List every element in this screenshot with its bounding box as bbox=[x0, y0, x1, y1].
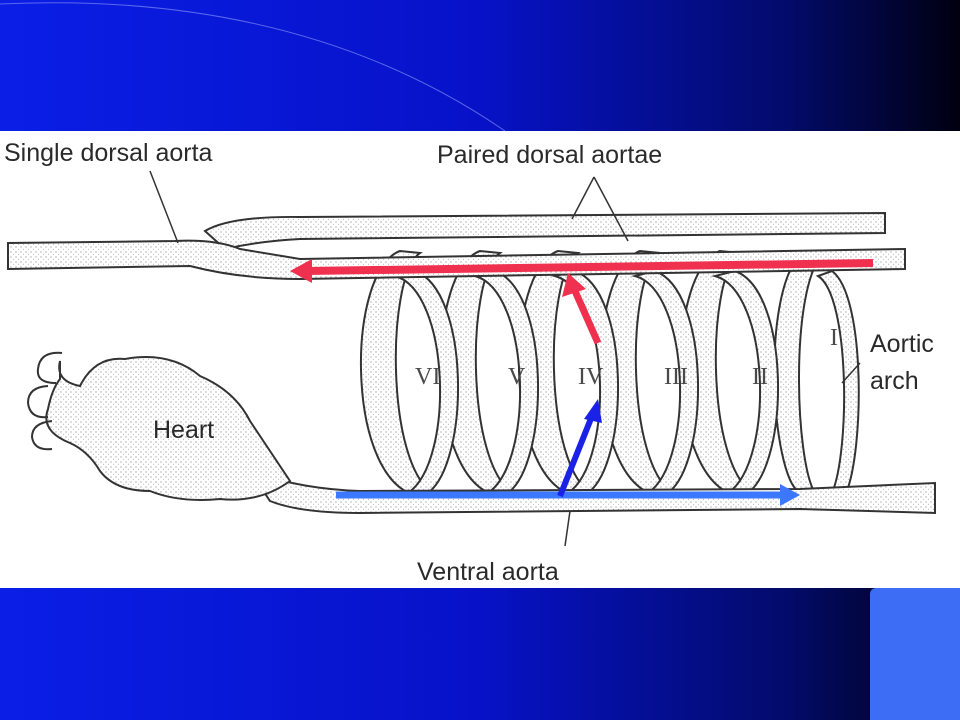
label-aortic: Aortic bbox=[870, 330, 934, 358]
diagram-drawing bbox=[7, 170, 936, 547]
label-arch: arch bbox=[870, 367, 919, 395]
red-arrow-short bbox=[571, 289, 602, 345]
label-single-dorsal-aorta: Single dorsal aorta bbox=[4, 139, 213, 167]
decorative-curve bbox=[0, 2, 506, 131]
upper-dorsal-aorta bbox=[203, 211, 886, 251]
arch-numeral-vi: VI bbox=[415, 364, 441, 390]
label-heart: Heart bbox=[153, 416, 215, 444]
heart-shape bbox=[45, 356, 292, 501]
aortic-arches-diagram: Single dorsal aorta Paired dorsal aortae… bbox=[0, 131, 960, 588]
red-arrow-long bbox=[305, 259, 874, 275]
arch-numeral-ii: II bbox=[752, 364, 768, 390]
arch-i bbox=[773, 249, 824, 494]
arch-numeral-iv: IV bbox=[578, 364, 604, 390]
leader-lines bbox=[149, 170, 861, 547]
slide-footer-band bbox=[0, 588, 960, 720]
slide-header-band bbox=[0, 0, 960, 131]
dark-blue-arrow bbox=[557, 414, 595, 498]
label-ventral-aorta: Ventral aorta bbox=[417, 558, 559, 586]
arch-numeral-iii: III bbox=[664, 364, 688, 390]
label-paired-dorsal-aortae: Paired dorsal aortae bbox=[437, 141, 663, 169]
red-flow-arrows bbox=[290, 259, 874, 345]
arch-numeral-v: V bbox=[508, 364, 526, 390]
blue-flow-arrows bbox=[336, 399, 800, 506]
aortic-arches bbox=[359, 249, 860, 497]
slide-accent-tab bbox=[870, 588, 960, 720]
single-dorsal-aorta bbox=[7, 239, 906, 281]
arch-numeral-i: I bbox=[830, 325, 838, 351]
